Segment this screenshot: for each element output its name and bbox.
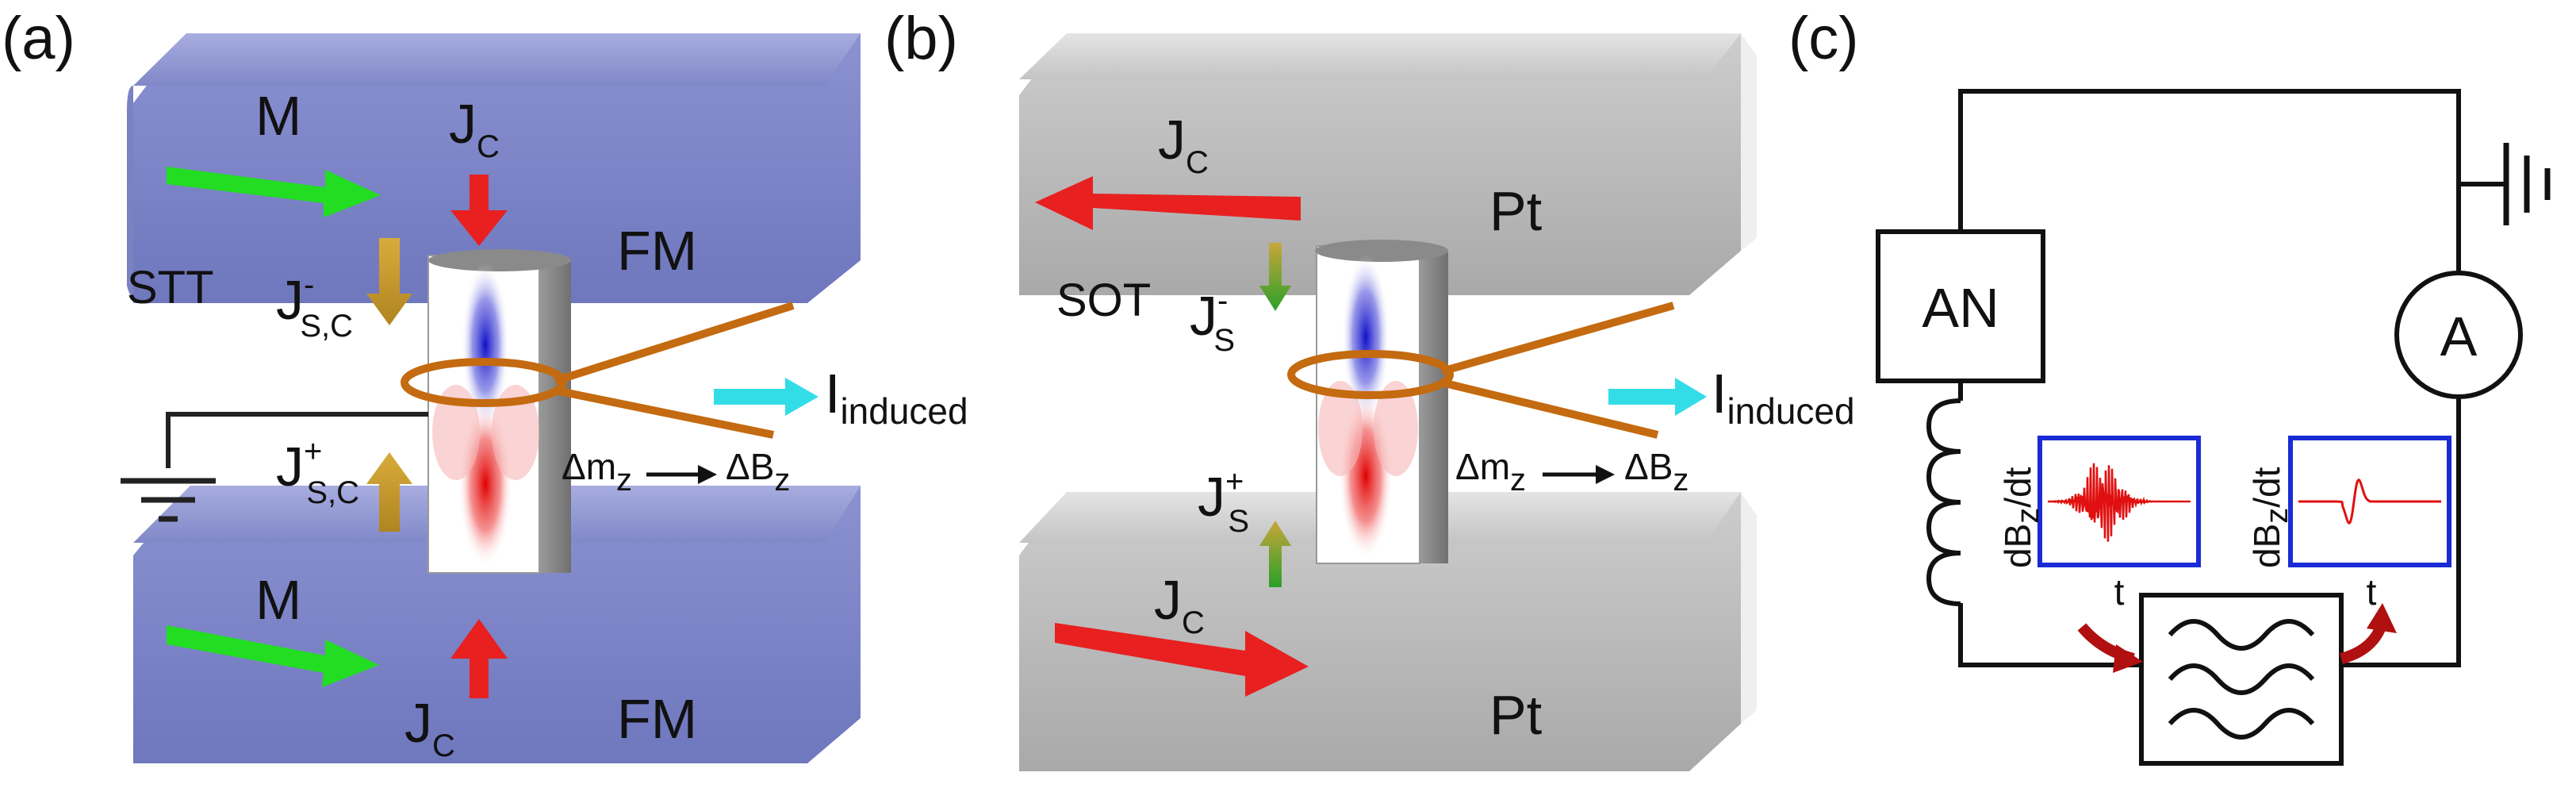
panel-c: (c) AN A [1788, 5, 2551, 766]
js-minus-a: J-S,C [276, 267, 353, 344]
pt-top-block [1019, 33, 1757, 295]
spin-arrow-b-plus [1259, 521, 1291, 587]
coil-b [1287, 302, 1675, 439]
dm-label-a: Δmz [562, 446, 632, 498]
induced-arrow-a [714, 378, 818, 416]
spin-arrow-a-minus [366, 238, 412, 325]
dm-label-b: Δmz [1455, 446, 1526, 498]
current-arrow-a-bottom [450, 619, 508, 698]
induced-label-a: Iinduced [825, 363, 968, 432]
db-label-a: ΔBz [726, 446, 790, 498]
inductor-coil [1926, 398, 1961, 606]
magnetization-arrow-bottom [167, 625, 379, 687]
curved-arrow-out [2340, 624, 2386, 664]
js-plus-a: J+S,C [276, 434, 359, 510]
induced-arrow-b [1608, 378, 1707, 416]
m-bottom-label: M [255, 569, 301, 631]
fm-top-label: FM [617, 220, 697, 282]
current-arrow-b-bottom [1055, 623, 1309, 697]
spin-arrow-a-plus [366, 452, 412, 532]
panel-a-label: (a) [2, 5, 75, 72]
blue-lobe-b [1342, 254, 1390, 421]
jc-top-a: JC [449, 93, 500, 164]
pillar-a [427, 249, 571, 574]
induced-label-b: Iinduced [1712, 363, 1855, 432]
pillar-b [1315, 240, 1448, 564]
ground-a [121, 412, 428, 522]
scope1-xlabel: t [2114, 571, 2125, 613]
raw-signal-trace [2047, 463, 2191, 542]
ground-c [2503, 143, 2551, 225]
db-label-b: ΔBz [1624, 446, 1689, 498]
fm-bottom-label: FM [617, 688, 697, 750]
js-plus-b: J+S [1198, 464, 1249, 539]
pt-bottom-label: Pt [1489, 684, 1542, 746]
jc-bottom-b: JC [1154, 569, 1205, 640]
magnetization-arrow-top [167, 167, 381, 217]
m-top-label: M [255, 85, 301, 147]
an-label: AN [1922, 277, 1999, 339]
fm-top-block [127, 33, 861, 304]
jc-top-b: JC [1158, 109, 1209, 180]
panel-c-label: (c) [1788, 5, 1859, 72]
filtered-signal-trace [2298, 478, 2441, 525]
blue-lobe-a [462, 262, 509, 428]
an-box [1876, 229, 2045, 383]
circuit-wires [1958, 89, 2506, 667]
scope2-ylabel: dBz/dt [2246, 467, 2294, 568]
ammeter-label: A [2440, 306, 2478, 367]
scope1-ylabel: dBz/dt [1997, 467, 2045, 568]
current-arrow-a-top [450, 175, 508, 246]
js-minus-b: J-S [1190, 283, 1235, 358]
stt-label: STT [127, 262, 214, 313]
filter-symbol [2168, 619, 2315, 740]
panel-b-label: (b) [884, 5, 958, 72]
spin-arrow-b-minus [1259, 243, 1291, 311]
jc-bottom-a: JC [404, 692, 455, 763]
pt-top-label: Pt [1489, 180, 1542, 242]
scope2-xlabel: t [2367, 571, 2377, 613]
current-arrow-b-top [1035, 176, 1301, 230]
panel-b: (b) J [884, 5, 1855, 771]
panel-a: (a) [2, 5, 968, 763]
coil-a [401, 302, 795, 439]
sot-label: SOT [1056, 275, 1151, 326]
ammeter-circle [2394, 271, 2523, 399]
